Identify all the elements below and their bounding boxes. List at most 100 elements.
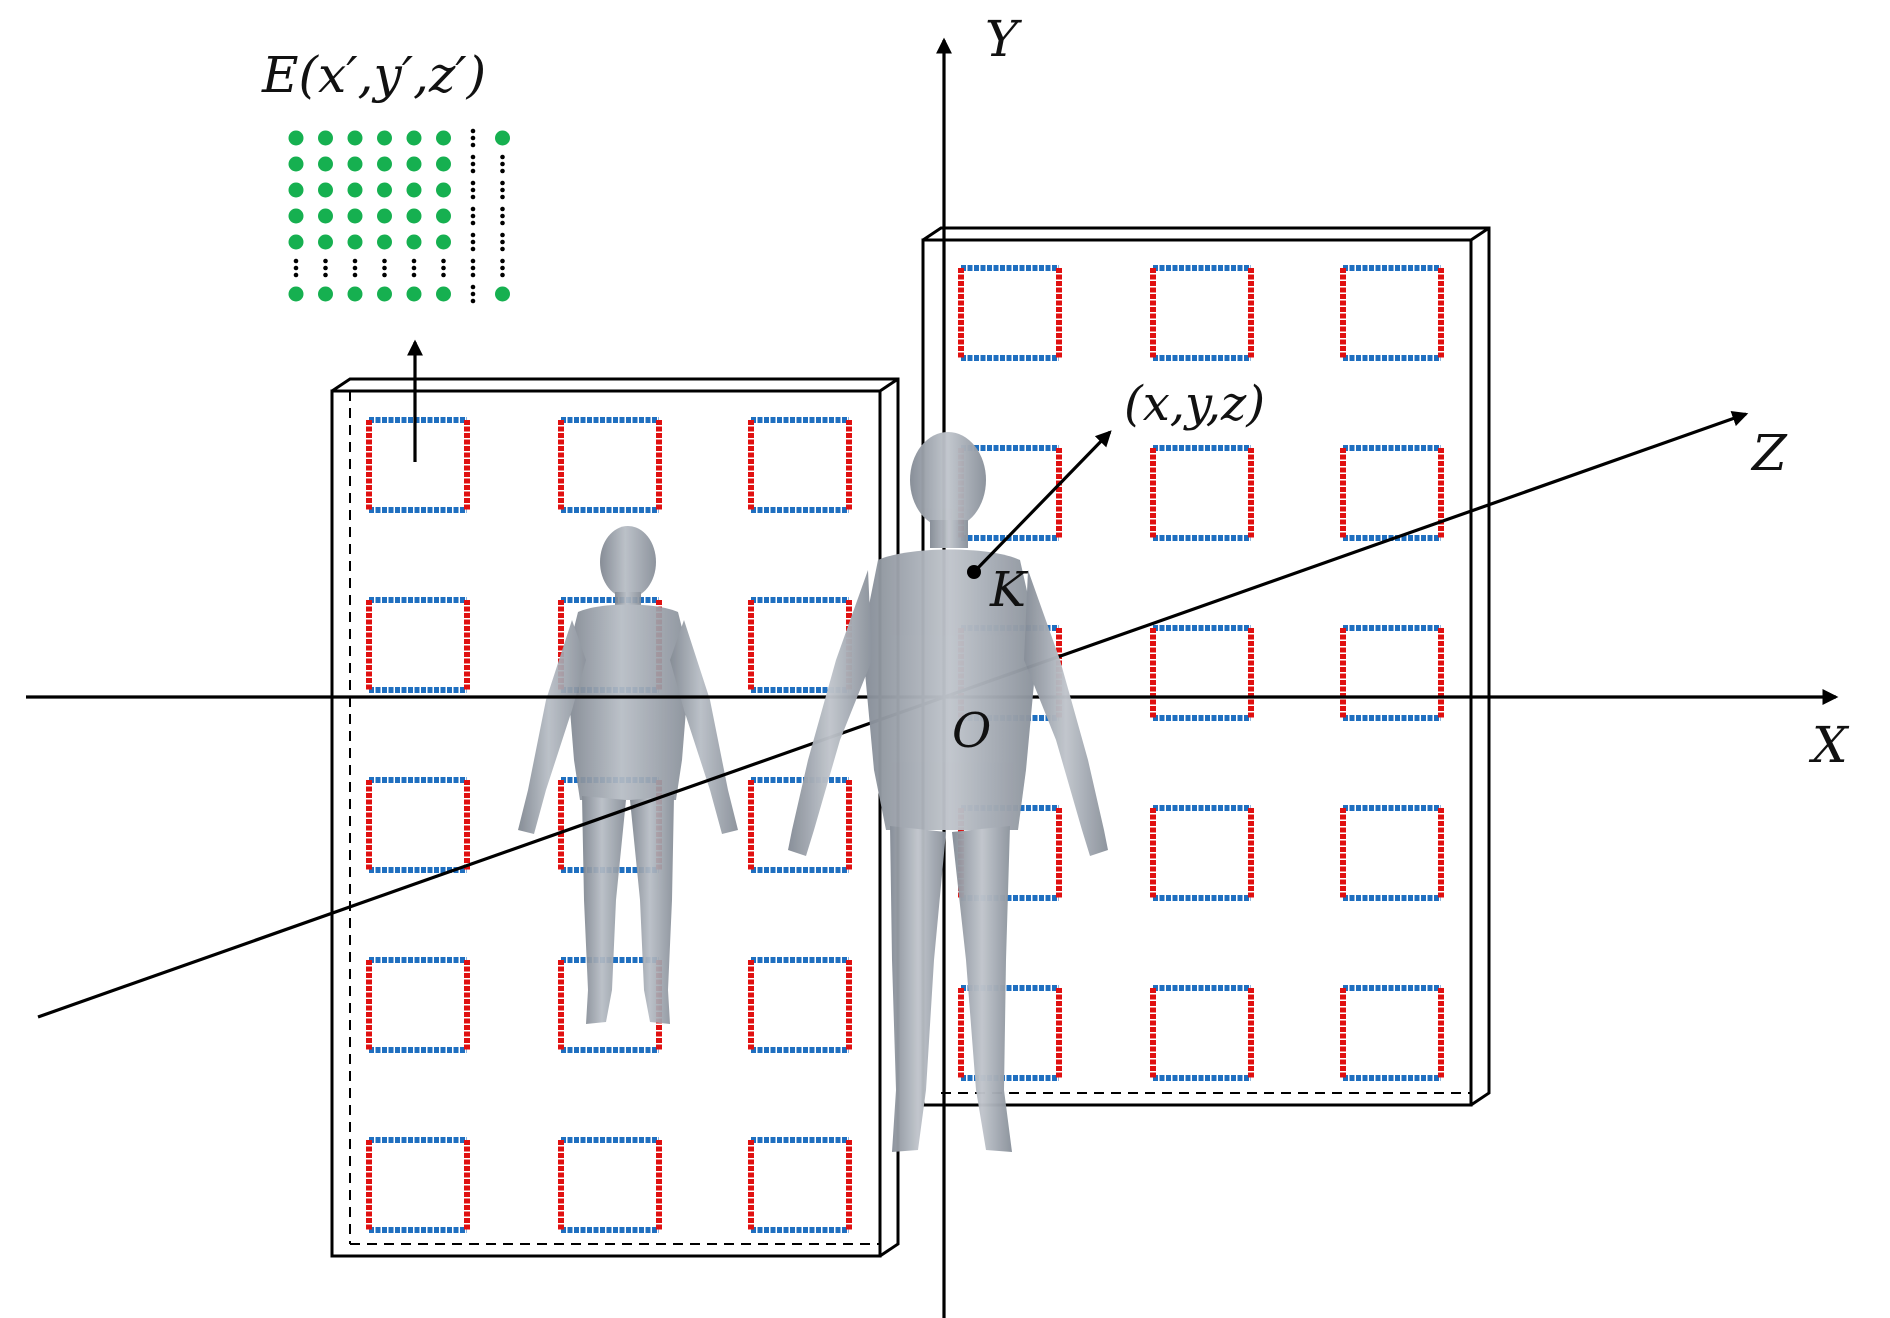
right-panel-element xyxy=(1340,985,1444,1081)
field-ellipsis-dot xyxy=(500,258,505,264)
field-ellipsis-dot xyxy=(500,168,505,174)
small-human-right-arm xyxy=(670,620,738,834)
left-panel-element xyxy=(366,957,470,1053)
y-axis-label: Y xyxy=(985,10,1022,68)
field-ellipsis-dot xyxy=(470,161,476,167)
field-ellipsis-dot xyxy=(352,265,358,271)
right-panel-element xyxy=(1340,445,1444,541)
z-axis-label: Z xyxy=(1750,424,1788,482)
field-ellipsis-dot xyxy=(500,180,505,186)
field-ellipsis-dot xyxy=(500,161,505,167)
left-panel-element xyxy=(366,597,470,693)
field-sample-dot xyxy=(436,130,451,146)
field-ellipsis-dot xyxy=(470,232,476,238)
field-sample-dot xyxy=(347,182,363,198)
field-sample-dot xyxy=(347,286,363,302)
right-panel-element xyxy=(1150,625,1254,721)
large-human-torso xyxy=(862,549,1038,830)
left-panel-element xyxy=(748,777,852,873)
field-sample-dot xyxy=(377,182,392,198)
right-panel-element xyxy=(1150,445,1254,541)
field-ellipsis-dot xyxy=(470,284,476,290)
field-sample-dot xyxy=(436,286,451,302)
large-human-head xyxy=(910,432,986,528)
field-ellipsis-dot xyxy=(470,135,476,141)
small-human-torso xyxy=(566,604,690,800)
field-sample-dot xyxy=(377,208,392,224)
large-human-left-arm xyxy=(788,570,872,856)
field-sample-dot xyxy=(288,208,304,224)
field-sample-dot xyxy=(318,156,333,172)
right-panel-element xyxy=(1340,265,1444,361)
field-ellipsis-dot xyxy=(411,258,417,264)
small-human-left-leg xyxy=(582,796,626,1024)
left-panel-element xyxy=(748,1137,852,1233)
left-panel-element xyxy=(748,417,852,513)
field-ellipsis-dot xyxy=(500,154,505,160)
field-ellipsis-dot xyxy=(470,206,476,212)
field-sample-dot xyxy=(347,234,363,250)
field-sample-dot xyxy=(318,130,333,146)
field-sample-dot xyxy=(318,234,333,250)
field-ellipsis-dot xyxy=(382,265,387,271)
field-sample-dot xyxy=(288,234,304,250)
field-ellipsis-dot xyxy=(470,291,476,297)
field-ellipsis-dot xyxy=(470,187,476,193)
large-human-right-leg xyxy=(952,826,1012,1152)
small-human-figure xyxy=(518,526,738,1024)
field-ellipsis-dot xyxy=(500,239,505,245)
field-ellipsis-dot xyxy=(382,272,387,278)
field-sample-dot xyxy=(377,130,392,146)
field-sample-dot xyxy=(495,130,510,146)
right-panel-element xyxy=(1150,985,1254,1081)
right-panel-element xyxy=(1150,265,1254,361)
field-sample-dot xyxy=(406,156,422,172)
right-panel-element xyxy=(958,265,1062,361)
field-ellipsis-dot xyxy=(293,265,299,271)
field-ellipsis-dot xyxy=(470,128,476,134)
field-ellipsis-dot xyxy=(470,180,476,186)
field-ellipsis-dot xyxy=(500,187,505,193)
field-ellipsis-dot xyxy=(470,194,476,200)
field-sample-dot xyxy=(318,208,333,224)
field-sample-dot xyxy=(406,234,422,250)
field-ellipsis-dot xyxy=(323,265,328,271)
field-sample-dot xyxy=(347,156,363,172)
field-ellipsis-dot xyxy=(500,194,505,200)
small-human-right-leg xyxy=(630,796,674,1024)
field-ellipsis-dot xyxy=(470,220,476,226)
left-panel-element xyxy=(558,417,662,513)
field-sample-dot xyxy=(288,286,304,302)
left-panel-element xyxy=(366,1137,470,1233)
point-k-group xyxy=(967,430,1112,579)
field-sample-dot xyxy=(318,286,333,302)
field-ellipsis-dot xyxy=(323,258,328,264)
field-ellipsis-dot xyxy=(293,272,299,278)
field-ellipsis-dot xyxy=(470,142,476,148)
field-sample-dot xyxy=(436,182,451,198)
field-sample-dot xyxy=(318,182,333,198)
field-sample-dot xyxy=(406,182,422,198)
field-ellipsis-dot xyxy=(441,265,446,271)
field-ellipsis-dot xyxy=(500,206,505,212)
field-sample-dot xyxy=(377,234,392,250)
field-ellipsis-dot xyxy=(470,168,476,174)
field-ellipsis-dot xyxy=(441,272,446,278)
field-ellipsis-dot xyxy=(500,232,505,238)
field-ellipsis-dot xyxy=(352,272,358,278)
field-ellipsis-dot xyxy=(500,272,505,278)
field-sample-dot xyxy=(377,286,392,302)
left-panel-element xyxy=(558,1137,662,1233)
x-axis-label: X xyxy=(1808,716,1850,774)
field-sample-dot xyxy=(406,130,422,146)
point-coordinate-label: (x,y,z) xyxy=(1124,376,1265,432)
field-sampling-group xyxy=(288,128,510,462)
field-ellipsis-dot xyxy=(470,239,476,245)
origin-label: O xyxy=(952,703,991,759)
right-panel-element xyxy=(1150,805,1254,901)
field-ellipsis-dot xyxy=(411,265,417,271)
field-ellipsis-dot xyxy=(470,265,476,271)
field-ellipsis-dot xyxy=(382,258,387,264)
field-sample-dot xyxy=(436,208,451,224)
